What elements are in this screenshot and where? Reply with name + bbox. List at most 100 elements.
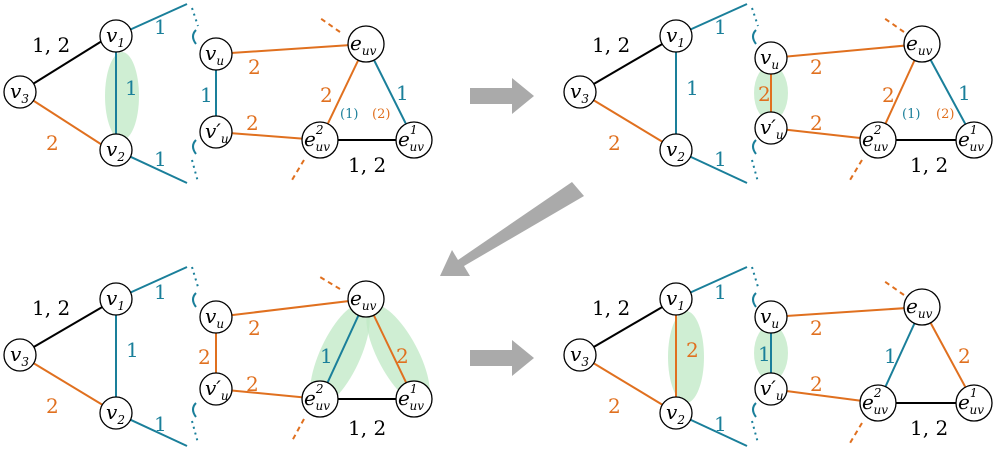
node-vup: [754, 111, 788, 145]
edge-label-euv-euv2: 2: [882, 83, 895, 107]
edge-label-v2v3: 2: [608, 131, 621, 155]
edge-v2-v3: [579, 91, 677, 151]
edge-vu-euv: [215, 298, 367, 318]
stub-euv2: [849, 159, 863, 181]
dots-bottom: [751, 159, 759, 183]
edge-label-v1v2: 2: [686, 338, 699, 362]
node-euv2: [859, 121, 897, 159]
arrow-diagonal: [440, 182, 584, 276]
dots-bottom: [191, 159, 199, 183]
edge-label-v1v3: 1, 2: [592, 296, 630, 320]
stub-euv2: [291, 159, 305, 181]
edge-label-euv-euv1: 1: [396, 81, 409, 105]
edge-v1-v3: [19, 298, 117, 356]
node-vup: [754, 372, 788, 406]
edge-label-euv1-euv2: 1, 2: [348, 416, 386, 440]
edge-label-euv-euv2: 1: [884, 344, 897, 368]
edge-vu-euv: [215, 43, 367, 55]
stub-vu: [192, 292, 197, 308]
node-vu: [199, 300, 233, 334]
edge-label-v2-out: 1: [154, 147, 167, 171]
label-v2: v2: [666, 137, 685, 164]
edge-label-v1-out: 1: [154, 280, 167, 304]
stub-euv2: [849, 422, 863, 444]
edge-label-euv-euv2: 2: [320, 83, 333, 107]
label-v2: v2: [666, 400, 685, 427]
edge-label-vu-euv: 2: [810, 316, 823, 340]
edge-label-v1v2: 1: [125, 76, 138, 100]
node-euv2: [301, 380, 339, 418]
edge-label-vup-euv2: 2: [810, 372, 823, 396]
node-vup: [199, 115, 233, 149]
edge-label-euv-euv1: 1: [958, 81, 971, 105]
node-euv1: [955, 384, 993, 422]
edge-v1-v3: [579, 35, 677, 93]
edge-v2-v3: [19, 91, 111, 151]
edge-label-v1v2: 1: [686, 76, 699, 100]
stub-vu: [192, 29, 197, 45]
label-vup: v′u: [205, 376, 229, 403]
edge-label-vu-vup: 2: [198, 345, 211, 369]
node-euv1: [395, 121, 433, 159]
node-vup: [199, 372, 233, 406]
label-vu: vu: [760, 45, 779, 72]
stub-euv: [319, 276, 341, 290]
dots-top: [751, 7, 759, 27]
highlight-v1v2: [105, 52, 139, 140]
edge-label-v1v3: 1, 2: [32, 33, 70, 57]
edge-label-v1v3: 1, 2: [592, 33, 630, 57]
label-v1: v1: [666, 286, 685, 313]
edge-label-v2-out: 1: [714, 412, 727, 436]
stub-vup: [192, 402, 197, 418]
label-euv: euv: [350, 286, 377, 313]
edge-label-v2v3: 2: [46, 131, 59, 155]
node-v2: [99, 133, 133, 167]
node-v3: [3, 75, 37, 109]
label-v1: v1: [106, 23, 125, 50]
arrow-right-bottom: [470, 340, 534, 376]
stub-euv: [883, 280, 905, 296]
dots-top: [191, 266, 199, 288]
node-euv1: [395, 380, 433, 418]
label-vup: v′u: [760, 115, 784, 142]
node-v3: [563, 338, 597, 372]
edge-label-vup-euv2: 2: [246, 372, 259, 396]
edge-label-v1v2: 1: [126, 338, 139, 362]
node-v3: [3, 338, 37, 372]
label-v3: v3: [570, 79, 589, 106]
label-v3: v3: [10, 342, 29, 369]
edge-label-vu-vup: 2: [758, 82, 771, 106]
node-v1: [659, 19, 693, 53]
label-v3: v3: [10, 79, 29, 106]
label-v2: v2: [106, 400, 125, 427]
edge-label-euv1-euv2: 1, 2: [348, 153, 386, 177]
label-vu: vu: [205, 304, 224, 331]
edge-label-v2v3: 2: [46, 394, 59, 418]
label-v2: v2: [106, 137, 125, 164]
edge-label-euv1-euv2: 1, 2: [910, 153, 948, 177]
edge-label-vu-euv: 2: [248, 316, 261, 340]
node-v1: [99, 282, 133, 316]
label-v1: v1: [666, 23, 685, 50]
edge-v1-v3: [579, 298, 677, 356]
stub-euv: [319, 17, 341, 33]
node-euv: [903, 288, 941, 326]
node-euv: [347, 25, 385, 63]
node-vu: [754, 41, 788, 75]
arrow-right-top: [470, 78, 534, 114]
edge-label-euv-euv2: 1: [320, 344, 333, 368]
node-vu: [754, 300, 788, 334]
label-v1: v1: [106, 286, 125, 313]
edge-label-v1v3: 1, 2: [32, 296, 70, 320]
node-v3: [563, 75, 597, 109]
label-vup: v′u: [205, 119, 229, 146]
edge-label-v2-out: 1: [154, 412, 167, 436]
node-v2: [99, 396, 133, 430]
